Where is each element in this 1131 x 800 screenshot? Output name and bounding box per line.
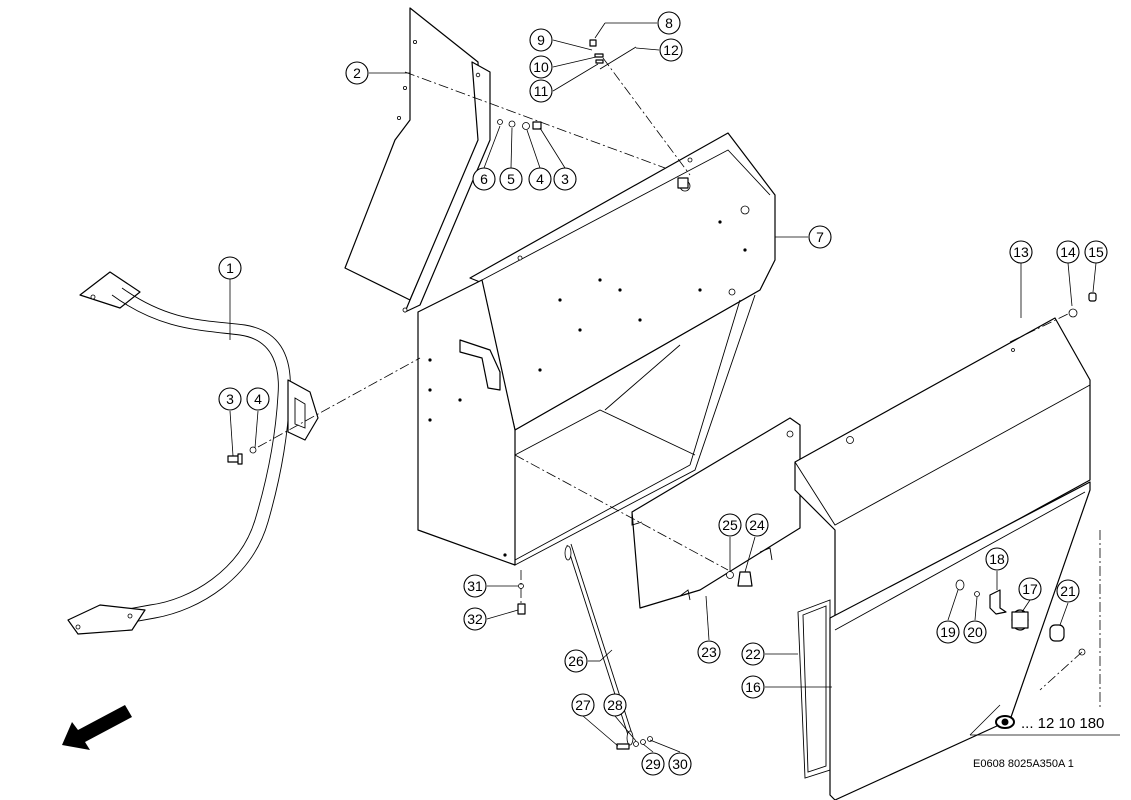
svg-text:15: 15 [1088, 244, 1104, 260]
svg-text:30: 30 [672, 756, 688, 772]
callout-16: 16 [741, 675, 765, 699]
svg-text:9: 9 [537, 32, 545, 48]
callout-3: 3 [553, 167, 577, 191]
lid-panel [344, 7, 491, 313]
svg-text:1: 1 [226, 260, 234, 276]
leader-lines [229, 22, 1097, 753]
callout-1: 1 [218, 256, 242, 280]
svg-text:12: 12 [663, 42, 679, 58]
direction-arrow-icon [62, 705, 132, 750]
callout-9: 9 [529, 28, 553, 52]
svg-text:18: 18 [989, 551, 1005, 567]
callout-14: 14 [1056, 240, 1080, 264]
svg-text:23: 23 [701, 644, 717, 660]
svg-text:6: 6 [480, 171, 488, 187]
callout-17: 17 [1018, 577, 1042, 601]
callouts: 1 2 3 3 4 4 5 6 7 8 9 10 11 12 13 14 15 … [218, 11, 1108, 776]
svg-text:21: 21 [1060, 583, 1076, 599]
callout-26: 26 [564, 649, 588, 673]
svg-text:3: 3 [561, 171, 569, 187]
svg-text:10: 10 [533, 59, 549, 75]
assembly-axes [257, 57, 1101, 710]
callout-2: 2 [345, 61, 369, 85]
eye-icon [995, 715, 1015, 729]
svg-text:14: 14 [1060, 244, 1076, 260]
callout-19: 19 [936, 620, 960, 644]
drawing-code: E0608 8025A350A 1 [973, 758, 1074, 770]
reference-text: ... 12 10 180 [1021, 715, 1104, 732]
lower-plate [631, 417, 801, 609]
callout-21: 21 [1056, 579, 1080, 603]
svg-text:17: 17 [1022, 581, 1038, 597]
svg-text:27: 27 [575, 697, 591, 713]
svg-text:19: 19 [940, 624, 956, 640]
svg-text:11: 11 [534, 83, 549, 99]
callout-3: 3 [218, 387, 242, 411]
svg-text:16: 16 [745, 679, 761, 695]
svg-text:26: 26 [568, 653, 584, 669]
callout-13: 13 [1009, 240, 1033, 264]
callout-11: 11 [529, 79, 553, 103]
callout-8: 8 [657, 11, 681, 35]
callout-23: 23 [697, 640, 721, 664]
svg-text:8: 8 [665, 15, 673, 31]
callout-18: 18 [985, 547, 1009, 571]
callout-4: 4 [528, 167, 552, 191]
frame-tube [67, 271, 319, 635]
svg-text:32: 32 [467, 611, 483, 627]
callout-29: 29 [641, 752, 665, 776]
callout-25: 25 [718, 513, 742, 537]
callout-4: 4 [246, 387, 270, 411]
svg-text:20: 20 [967, 624, 983, 640]
callout-15: 15 [1084, 240, 1108, 264]
svg-text:7: 7 [816, 229, 824, 245]
svg-text:22: 22 [745, 646, 761, 662]
callout-32: 32 [463, 607, 487, 631]
callout-6: 6 [472, 167, 496, 191]
svg-text:13: 13 [1013, 244, 1029, 260]
main-box-body [417, 132, 776, 566]
callout-28: 28 [603, 693, 627, 717]
callout-12: 12 [659, 38, 683, 62]
callout-24: 24 [745, 513, 769, 537]
callout-31: 31 [463, 574, 487, 598]
svg-text:25: 25 [722, 517, 738, 533]
callout-27: 27 [571, 693, 595, 717]
svg-text:28: 28 [607, 697, 623, 713]
reference-view: ... 12 10 180 E0608 8025A350A 1 [969, 704, 1120, 770]
callout-5: 5 [499, 167, 523, 191]
callout-20: 20 [963, 620, 987, 644]
svg-text:5: 5 [507, 171, 515, 187]
svg-text:3: 3 [226, 391, 234, 407]
callout-30: 30 [668, 752, 692, 776]
callout-10: 10 [529, 55, 553, 79]
svg-text:29: 29 [645, 756, 661, 772]
svg-text:2: 2 [353, 65, 361, 81]
svg-text:4: 4 [536, 171, 544, 187]
callout-7: 7 [808, 225, 832, 249]
svg-text:31: 31 [467, 578, 483, 594]
callout-22: 22 [741, 642, 765, 666]
svg-text:4: 4 [254, 391, 262, 407]
svg-text:24: 24 [749, 517, 765, 533]
